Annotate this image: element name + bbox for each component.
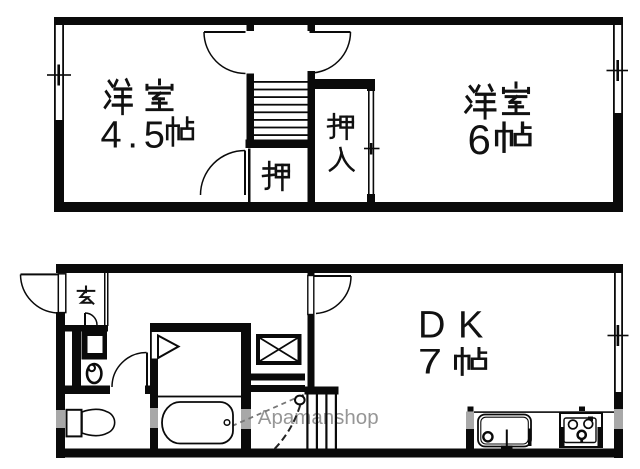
svg-text:7: 7 bbox=[418, 343, 442, 382]
svg-text:Apamanshop: Apamanshop bbox=[258, 406, 379, 429]
svg-text:4.5: 4.5 bbox=[101, 115, 171, 157]
svg-text:D: D bbox=[418, 305, 445, 347]
svg-text:K: K bbox=[458, 305, 483, 347]
svg-text:6: 6 bbox=[468, 116, 491, 163]
